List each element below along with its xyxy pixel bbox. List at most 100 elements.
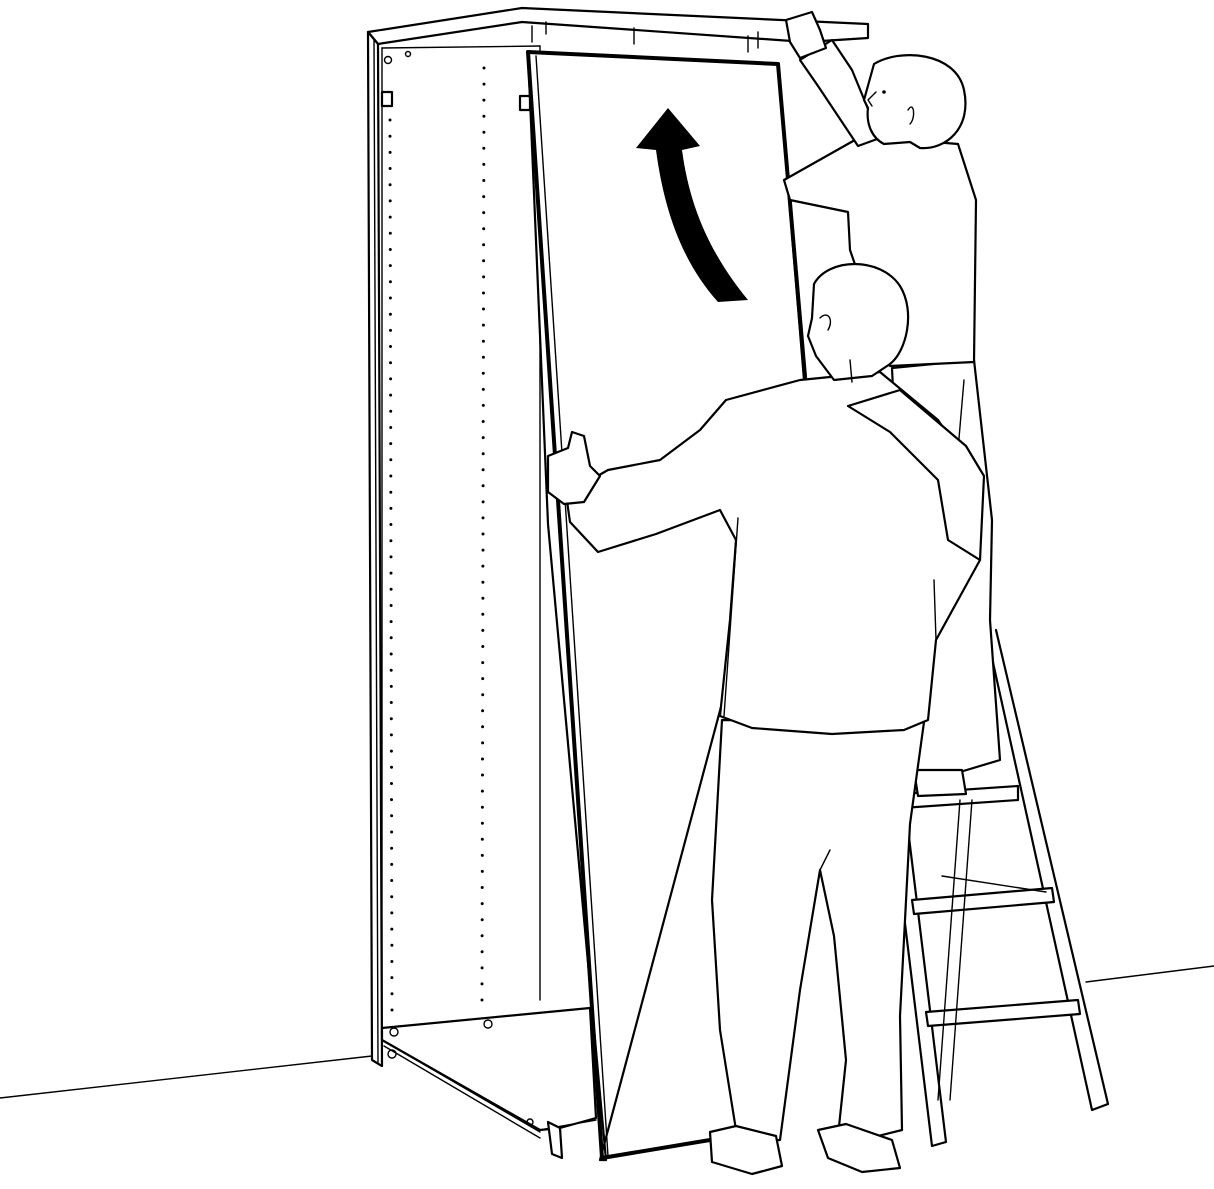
peg-hole: [389, 442, 392, 445]
peg-hole: [482, 292, 485, 295]
peg-hole: [389, 507, 392, 510]
peg-hole: [390, 782, 393, 785]
peg-hole: [390, 555, 393, 558]
peg-hole: [389, 426, 392, 429]
peg-hole: [482, 356, 485, 359]
peg-hole: [389, 248, 392, 251]
peg-hole: [390, 928, 393, 931]
peg-hole: [390, 701, 393, 704]
peg-hole: [481, 982, 484, 985]
peg-hole: [482, 131, 485, 134]
peg-hole: [390, 636, 393, 639]
peg-hole: [482, 179, 485, 182]
peg-hole: [389, 361, 392, 364]
peg-hole: [390, 798, 393, 801]
peg-hole: [481, 758, 484, 761]
peg-hole: [481, 806, 484, 809]
peg-hole: [391, 992, 394, 995]
peg-hole: [482, 549, 485, 552]
peg-hole: [482, 516, 485, 519]
peg-hole: [481, 902, 484, 905]
peg-hole: [389, 135, 392, 138]
peg-hole: [483, 67, 486, 70]
peg-hole: [389, 377, 392, 380]
peg-hole: [482, 388, 485, 391]
peg-hole: [389, 394, 392, 397]
peg-hole: [390, 620, 393, 623]
peg-hole: [390, 733, 393, 736]
peg-hole: [390, 814, 393, 817]
peg-hole: [482, 452, 485, 455]
peg-hole: [389, 264, 392, 267]
peg-hole: [481, 677, 484, 680]
peg-hole: [390, 685, 393, 688]
peg-hole: [482, 533, 485, 536]
peg-hole: [389, 313, 392, 316]
peg-hole: [482, 500, 485, 503]
peg-hole: [481, 918, 484, 921]
peg-hole: [390, 572, 393, 575]
peg-hole: [482, 372, 485, 375]
peg-hole: [390, 653, 393, 656]
peg-hole: [482, 195, 485, 198]
peg-hole: [390, 879, 393, 882]
peg-hole: [389, 475, 392, 478]
peg-hole: [483, 83, 486, 86]
peg-hole: [482, 484, 485, 487]
peg-hole: [482, 308, 485, 311]
peg-hole: [389, 539, 392, 542]
peg-hole: [482, 275, 485, 278]
peg-hole: [390, 604, 393, 607]
peg-hole: [481, 725, 484, 728]
peg-hole: [390, 831, 393, 834]
peg-hole: [481, 581, 484, 584]
peg-hole: [389, 523, 392, 526]
peg-hole: [389, 458, 392, 461]
peg-hole: [390, 960, 393, 963]
peg-hole: [389, 410, 392, 413]
peg-hole: [390, 717, 393, 720]
peg-hole: [481, 966, 484, 969]
peg-hole: [482, 436, 485, 439]
peg-hole: [481, 870, 484, 873]
peg-hole: [481, 950, 484, 953]
peg-hole: [390, 863, 393, 866]
peg-hole: [391, 1009, 394, 1012]
peg-hole: [390, 976, 393, 979]
peg-hole: [482, 324, 485, 327]
peg-hole: [482, 243, 485, 246]
peg-hole: [481, 661, 484, 664]
peg-hole: [481, 999, 484, 1002]
peg-hole: [390, 766, 393, 769]
peg-hole: [390, 750, 393, 753]
peg-hole: [481, 693, 484, 696]
peg-hole: [482, 468, 485, 471]
peg-hole: [481, 886, 484, 889]
peg-hole: [389, 183, 392, 186]
peg-hole: [481, 822, 484, 825]
peg-hole: [481, 565, 484, 568]
peg-hole: [481, 838, 484, 841]
peg-hole: [481, 709, 484, 712]
peg-hole: [389, 329, 392, 332]
peg-hole: [482, 163, 485, 166]
peg-hole: [482, 227, 485, 230]
peg-hole: [481, 597, 484, 600]
peg-hole: [389, 491, 392, 494]
peg-hole: [481, 613, 484, 616]
peg-hole: [389, 119, 392, 122]
peg-hole: [390, 895, 393, 898]
peg-hole: [482, 147, 485, 150]
peg-hole: [482, 420, 485, 423]
peg-hole: [389, 151, 392, 154]
peg-hole: [482, 211, 485, 214]
peg-hole: [389, 199, 392, 202]
peg-hole: [389, 232, 392, 235]
peg-hole: [481, 629, 484, 632]
peg-hole: [389, 345, 392, 348]
peg-hole: [481, 934, 484, 937]
peg-hole: [389, 280, 392, 283]
shelf-peg-holes: [389, 67, 486, 1012]
peg-hole: [481, 741, 484, 744]
